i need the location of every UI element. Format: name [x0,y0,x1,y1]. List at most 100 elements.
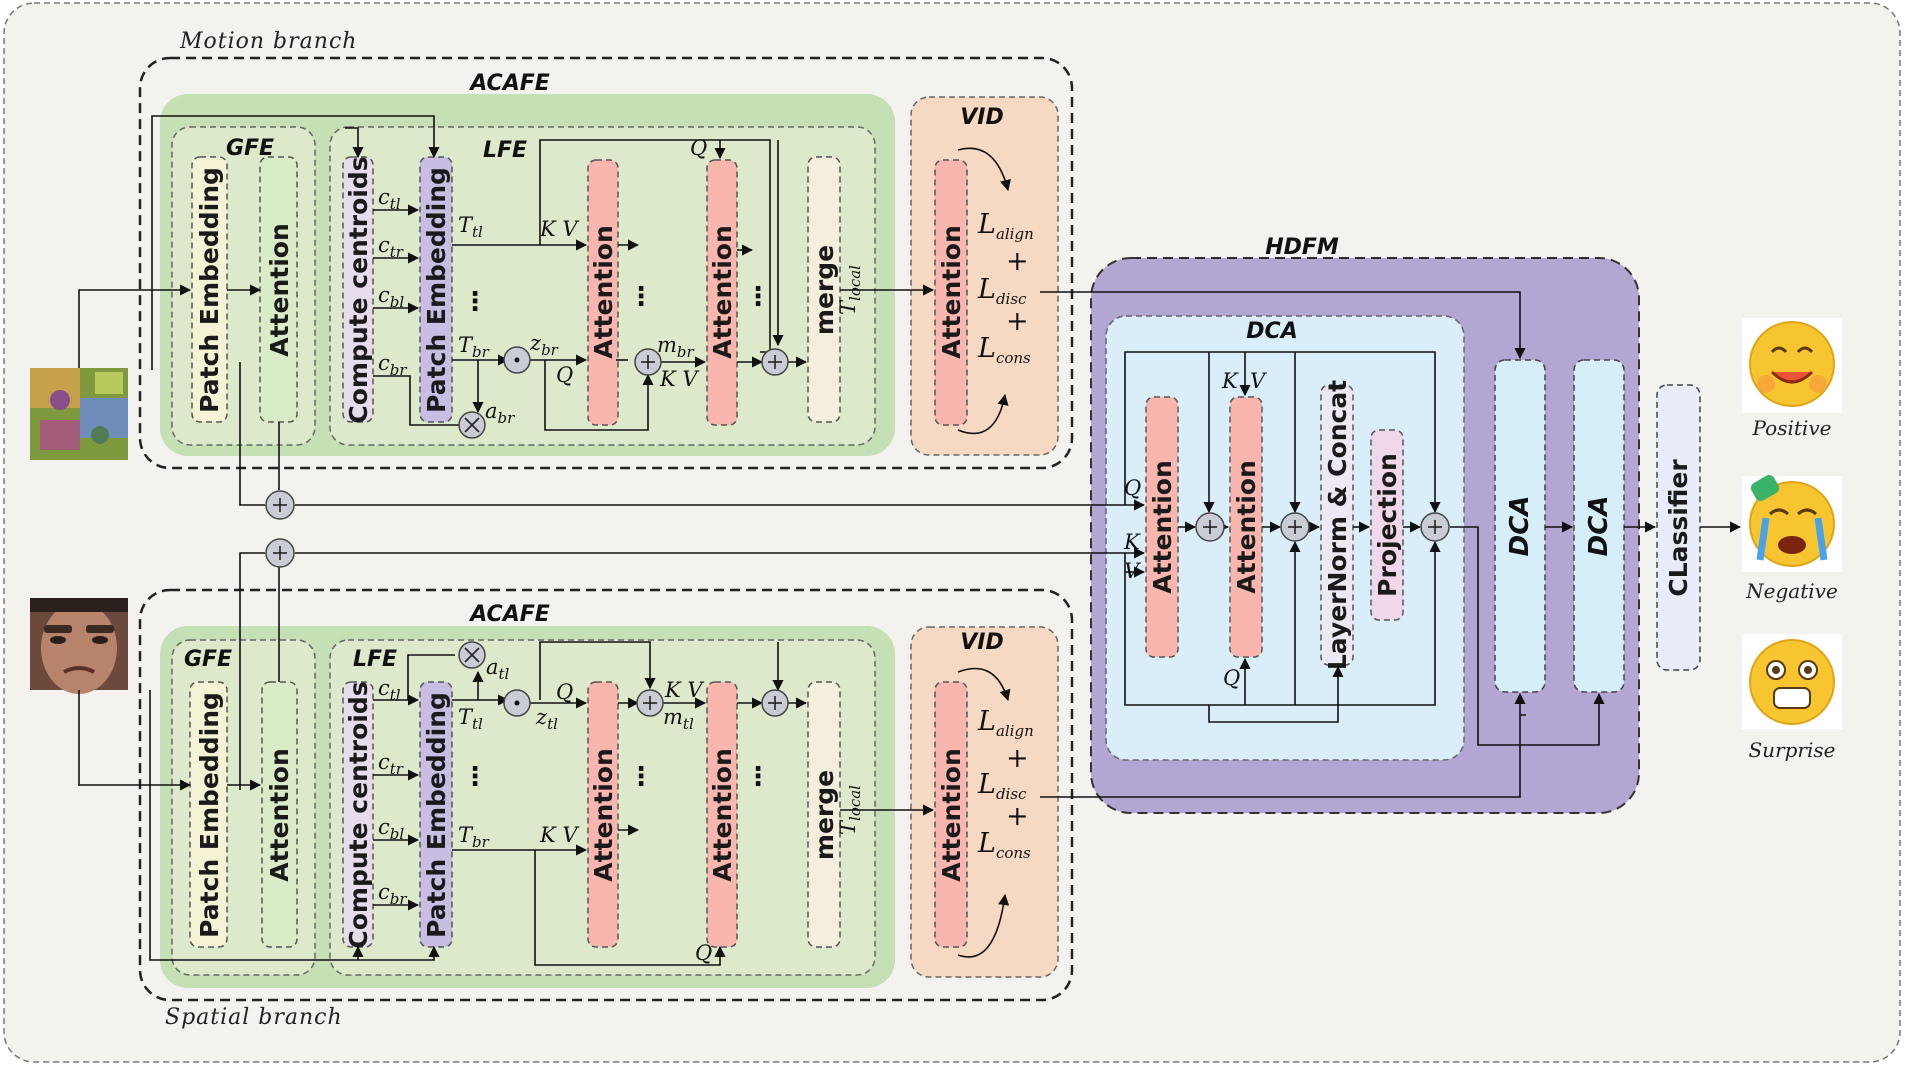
spatial-compute-centroids-label: Compute centroids [344,681,373,948]
svg-text:Ttl: Ttl [458,213,483,241]
motion-vid-attention-label: Attention [937,225,966,359]
motion-math-labels: ctl ctr cbl cbr Ttl Tbr zbr abr mbr K V … [378,136,864,427]
spatial-vid-label: VID [960,630,1003,655]
svg-text:K: K [1123,530,1141,554]
motion-lfe-patch-embedding-label: Patch Embedding [422,167,451,413]
svg-text:Q: Q [556,680,573,704]
svg-text:ctl: ctl [378,185,401,213]
motion-lfe-attention2-label: Attention [708,225,737,359]
hdfm-label: HDFM [1265,235,1339,260]
svg-text:Q: Q [1223,666,1240,690]
emotion-surprise: Surprise [1742,634,1842,762]
svg-text:+: + [1006,743,1029,774]
motion-acafe-label: ACAFE [468,71,550,96]
svg-text:Positive: Positive [1752,416,1832,440]
svg-text:K V: K V [664,678,704,702]
spatial-dot-mark [514,700,520,706]
spatial-branch-frame [138,588,1074,1002]
spatial-vid-attention-block [934,681,968,948]
dca-block-1 [1494,359,1546,693]
spatial-merge-block [807,681,841,948]
svg-text:Tbr: Tbr [458,823,490,851]
svg-text:abr: abr [485,399,515,427]
connection-lines [78,115,1742,966]
spatial-gfe-attention-label: Attention [265,748,294,882]
svg-text:⋮: ⋮ [745,282,771,312]
spatial-input-face-image [30,598,128,694]
spatial-acafe-label: ACAFE [468,602,550,627]
emotion-negative: Negative [1742,475,1842,603]
svg-text:ctl: ctl [378,676,401,704]
motion-branch-frame [138,56,1074,470]
svg-text:Q: Q [695,941,712,965]
svg-text:+: + [1006,801,1029,832]
svg-text:Ldisc: Ldisc [977,274,1027,308]
negative-emoji-icon [1749,481,1835,567]
svg-text:Q: Q [556,363,573,387]
motion-input-image [30,368,128,460]
dca-block-1-label: DCA [1505,496,1535,557]
spatial-patch-embedding-label: Patch Embedding [195,692,224,938]
dca-attention1-label: Attention [1148,460,1177,594]
motion-gfe-label: GFE [226,136,274,161]
svg-text:zbr: zbr [529,331,559,359]
layernorm-concat-block [1320,384,1354,666]
svg-text:Negative: Negative [1745,579,1838,603]
spatial-gfe-label: GFE [184,647,232,672]
motion-lfe-patch-embedding-block [419,156,453,423]
spatial-vid-loss: Lalign + Ldisc + Lcons [977,706,1034,862]
projection-label: Projection [1373,453,1402,597]
motion-gfe-attention-label: Attention [265,223,294,357]
svg-text:mbr: mbr [657,333,695,361]
svg-text:V: V [1124,559,1141,583]
spatial-lfe-label: LFE [353,647,397,672]
svg-text:ctr: ctr [378,233,404,261]
motion-lfe-attention1-label: Attention [589,225,618,359]
svg-text:ztl: ztl [535,705,558,733]
svg-text:Lalign: Lalign [977,209,1034,243]
spatial-lfe-attention2-label: Attention [708,748,737,882]
svg-text:Lcons: Lcons [977,333,1031,367]
motion-vid-attention-block [934,159,968,426]
spatial-vid-box [910,626,1059,978]
motion-compute-centroids-label: Compute centroids [344,156,373,423]
surprise-emoji-icon [1749,639,1835,725]
svg-text:+: + [1006,246,1029,277]
svg-text:Q: Q [690,136,707,160]
svg-text:Surprise: Surprise [1748,738,1835,762]
motion-vid-label: VID [960,105,1003,130]
emotion-positive: Positive [1742,318,1842,440]
spatial-lfe-attention1-block [587,681,619,948]
svg-text:mtl: mtl [663,705,694,733]
dca-block-2 [1573,359,1625,693]
svg-text:K: K [1221,369,1239,393]
dca-block-2-label: DCA [1584,496,1614,557]
spatial-vid-attention-label: Attention [937,748,966,882]
motion-lfe-attention2-block [706,159,738,426]
dca-inner-box [1105,315,1465,761]
motion-patch-embedding-label: Patch Embedding [195,167,224,413]
motion-lfe-attention1-block [587,159,619,426]
svg-text:⋮: ⋮ [462,762,488,792]
positive-emoji-icon [1749,321,1835,407]
spatial-math-labels: ctl ctr cbl cbr Ttl Tbr ztl atl mtl Q K … [378,655,864,965]
motion-compute-centroids-block [342,156,374,423]
svg-text:V: V [1250,369,1267,393]
svg-text:Tlocal: Tlocal [836,265,864,315]
spatial-patch-embedding-block [189,681,228,948]
svg-text:⋮: ⋮ [628,282,654,312]
svg-text:Ttl: Ttl [458,705,483,733]
dca-inner-label: DCA [1246,319,1297,344]
spatial-gfe-attention-block [261,681,298,948]
svg-text:Lalign: Lalign [977,706,1034,740]
svg-text:Lcons: Lcons [977,828,1031,862]
spatial-lfe-patch-embedding-label: Patch Embedding [422,692,451,938]
svg-text:cbl: cbl [378,815,404,843]
svg-text:Ldisc: Ldisc [977,769,1027,803]
svg-text:K V: K V [539,217,579,241]
svg-text:Tlocal: Tlocal [836,785,864,835]
svg-text:ctr: ctr [378,750,404,778]
svg-text:Tbr: Tbr [458,333,490,361]
classifier-label: CLassifier [1664,459,1693,597]
motion-branch-label: Motion branch [179,29,357,54]
